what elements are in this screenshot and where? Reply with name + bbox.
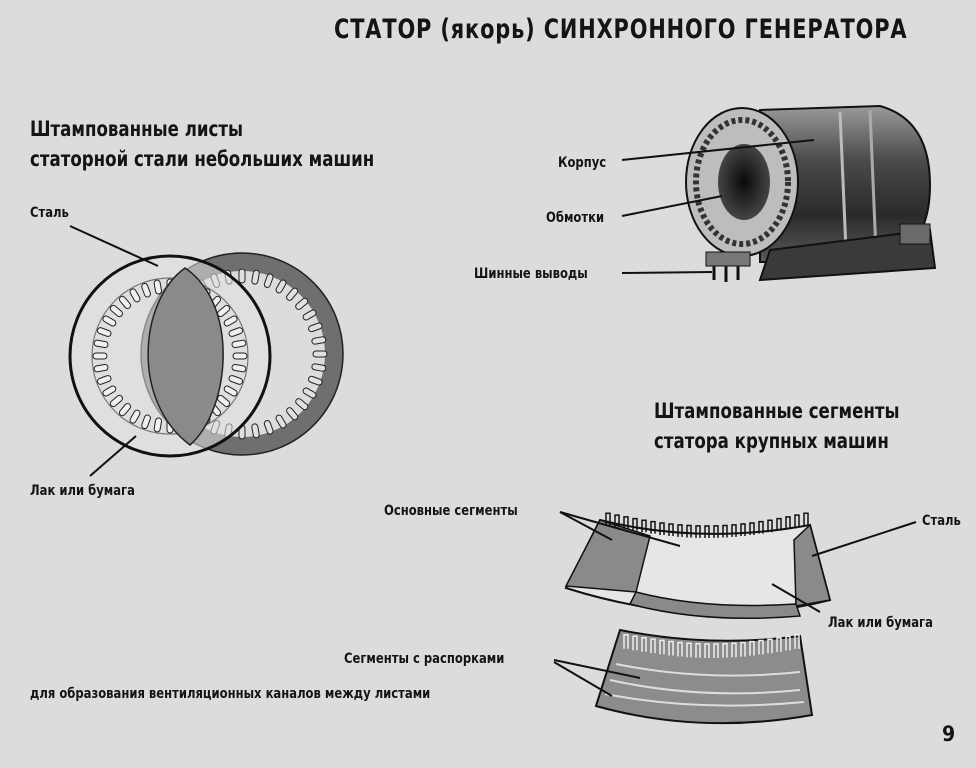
lamination-slot: [92, 352, 108, 360]
lamination-slot: [118, 403, 132, 417]
label-steel-right: Сталь: [922, 513, 961, 529]
lamination-slot: [308, 375, 323, 386]
leader-housing: [621, 139, 815, 161]
leader-spacer-a: [553, 659, 641, 679]
leader-lacquer-right: [771, 583, 821, 613]
bus-leads: [705, 251, 751, 282]
lamination-slot: [118, 295, 132, 309]
lamination-slot: [311, 363, 327, 372]
lamination-slot: [228, 327, 244, 337]
label-spacer-segments: Сегменты с распорками: [344, 651, 505, 667]
lamination-slot: [238, 268, 246, 284]
label-main-segments: Основные сегменты: [384, 503, 518, 519]
lamination-slot: [129, 409, 141, 424]
lamination-slot: [153, 279, 163, 295]
lamination-slot: [93, 339, 109, 349]
lamination-slot: [251, 423, 260, 439]
label-steel-left: Сталь: [30, 205, 69, 221]
segments-heading: Штампованные сегменты статора крупных ма…: [654, 396, 900, 456]
left-heading: Штампованные листы статорной стали небол…: [30, 114, 374, 174]
lamination-slot: [232, 352, 248, 360]
leader-steel-left: [69, 225, 159, 267]
lamination-slot: [302, 387, 317, 399]
label-ventilation: для образования вентиляционных каналов м…: [30, 686, 431, 702]
lamination-slot: [96, 327, 112, 337]
stator-housing: [758, 104, 937, 282]
lamination-slot: [308, 322, 323, 333]
spacer-segment: [594, 628, 814, 725]
lamination-slot: [311, 336, 327, 345]
lamination-slot: [102, 315, 117, 327]
leader-main-segments-a: [559, 511, 613, 541]
lamination-overlap: [147, 267, 224, 446]
lamination-slot: [263, 273, 274, 288]
label-lacquer-left: Лак или бумага: [30, 483, 135, 499]
stator-winding-ring: [685, 107, 799, 257]
page-number: 9: [942, 722, 956, 746]
lamination-slot: [141, 414, 151, 430]
left-heading-line2: статорной стали небольших машин: [30, 147, 375, 171]
lamination-slot: [228, 375, 244, 385]
lamination-slot: [286, 407, 299, 421]
lamination-slot: [109, 304, 123, 318]
lamination-slot: [102, 385, 117, 397]
lamination-slot: [109, 394, 123, 408]
lamination-slot: [295, 297, 309, 310]
lamination-slot: [295, 398, 309, 411]
segments-heading-line2: статора крупных машин: [654, 429, 889, 453]
page-title: СТАТОР (якорь) СИНХРОННОГО ГЕНЕРАТОРА: [334, 14, 908, 45]
lamination-slot: [312, 350, 328, 358]
lamination-slot: [286, 287, 299, 301]
label-windings: Обмотки: [546, 210, 605, 226]
lamination-slot: [223, 385, 238, 397]
lamination-slot: [302, 309, 317, 321]
leader-main-segments-b: [559, 511, 681, 547]
main-segment: [564, 512, 832, 620]
lamination-slot: [231, 339, 247, 349]
leader-spacer-b: [553, 661, 613, 697]
lamination-slot: [223, 315, 238, 327]
label-bus-leads: Шинные выводы: [474, 266, 588, 282]
left-heading-line1: Штампованные листы: [30, 117, 244, 141]
lamination-slot: [231, 363, 247, 373]
leader-windings: [621, 195, 723, 217]
lamination-slot: [251, 269, 260, 285]
leader-bus-leads: [621, 271, 713, 274]
lamination-slot: [141, 282, 151, 298]
lamination-slot: [275, 279, 287, 294]
lamination-slot: [153, 417, 163, 433]
segments-heading-line1: Штампованные сегменты: [654, 399, 900, 423]
leader-lacquer-left: [89, 435, 137, 477]
lamination-slot: [275, 414, 287, 429]
label-housing: Корпус: [558, 155, 607, 171]
lamination-slot: [129, 288, 141, 303]
label-lacquer-right: Лак или бумага: [828, 615, 933, 631]
leader-steel-right: [811, 521, 917, 557]
lamination-slot: [263, 420, 274, 435]
lamination-slot: [93, 363, 109, 373]
lamination-slot: [96, 375, 112, 385]
